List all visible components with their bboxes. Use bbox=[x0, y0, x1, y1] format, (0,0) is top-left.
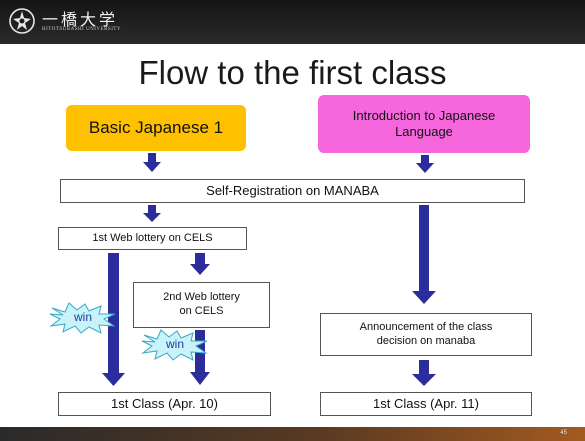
intro-japanese-box: Introduction to Japanese Language bbox=[318, 95, 530, 153]
win-label-1: win bbox=[73, 310, 92, 324]
arrow-lottery1-to-class1 bbox=[102, 253, 125, 386]
lottery-1-label: 1st Web lottery on CELS bbox=[92, 231, 213, 244]
lottery-1-box: 1st Web lottery on CELS bbox=[58, 227, 247, 250]
header-bar: 一橋大学 HITOTSUBASHI UNIVERSITY bbox=[0, 0, 585, 44]
win-badge-2: win bbox=[141, 329, 209, 361]
logo-subtext: HITOTSUBASHI UNIVERSITY bbox=[42, 27, 122, 32]
arrow-basic-to-registration bbox=[143, 153, 161, 172]
arrow-lottery1-to-lottery2 bbox=[190, 253, 210, 275]
basic-japanese-1-box: Basic Japanese 1 bbox=[66, 105, 246, 151]
first-class-apr11-box: 1st Class (Apr. 11) bbox=[320, 392, 532, 416]
self-registration-label: Self-Registration on MANABA bbox=[206, 182, 379, 198]
university-emblem-icon bbox=[9, 8, 35, 34]
announcement-line-2: decision on manaba bbox=[376, 334, 476, 347]
logo-text: 一橋大学 bbox=[42, 10, 119, 29]
first-class-apr10-box: 1st Class (Apr. 10) bbox=[58, 392, 271, 416]
slide-title: Flow to the first class bbox=[138, 54, 447, 91]
first-class-apr11-label: 1st Class (Apr. 11) bbox=[373, 395, 479, 411]
university-logo: 一橋大学 HITOTSUBASHI UNIVERSITY bbox=[8, 5, 148, 39]
footer-bar: 45 bbox=[0, 427, 585, 441]
win-label-2: win bbox=[165, 337, 184, 351]
win-badge-1: win bbox=[49, 302, 117, 334]
page-number: 45 bbox=[560, 430, 567, 436]
announcement-line-1: Announcement of the class bbox=[359, 320, 493, 333]
lottery-2-line-2: on CELS bbox=[179, 305, 224, 317]
arrow-announcement-to-class2 bbox=[412, 360, 436, 386]
intro-japanese-line-2: Language bbox=[395, 124, 453, 139]
starburst-icon bbox=[141, 329, 208, 361]
self-registration-box: Self-Registration on MANABA bbox=[60, 179, 525, 203]
announcement-box: Announcement of the class decision on ma… bbox=[320, 313, 532, 356]
lottery-2-box: 2nd Web lottery on CELS bbox=[133, 282, 270, 328]
arrow-registration-to-announcement bbox=[412, 205, 436, 304]
arrow-registration-to-lottery1 bbox=[143, 205, 161, 222]
basic-japanese-1-label: Basic Japanese 1 bbox=[88, 118, 224, 138]
arrow-intro-to-registration bbox=[416, 155, 434, 173]
first-class-apr10-label: 1st Class (Apr. 10) bbox=[111, 395, 218, 411]
intro-japanese-line-1: Introduction to Japanese bbox=[352, 107, 496, 123]
starburst-icon bbox=[49, 302, 116, 334]
lottery-2-line-1: 2nd Web lottery bbox=[163, 291, 240, 304]
